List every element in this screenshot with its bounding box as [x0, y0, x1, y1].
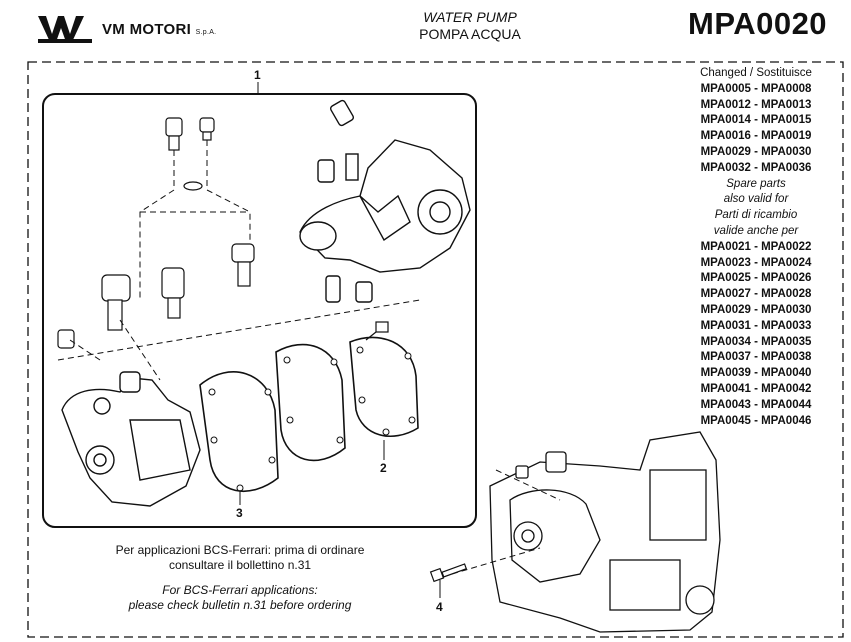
- title-italian: POMPA ACQUA: [419, 26, 521, 42]
- valid-item: MPA0023 - MPA0024: [700, 256, 812, 269]
- part-code: MPA0020: [688, 6, 828, 41]
- changed-item: MPA0005 - MPA0008: [700, 82, 812, 95]
- supersession-list: Changed / Sostituisce MPA0005 - MPA0008 …: [672, 66, 840, 429]
- spare-label-en: Spare parts: [726, 177, 786, 190]
- valid-item: MPA0045 - MPA0046: [700, 414, 812, 427]
- bolt-part: [429, 563, 468, 583]
- valid-item: MPA0034 - MPA0035: [700, 335, 812, 348]
- pump-housing-upper: [299, 99, 471, 303]
- changed-label: Changed / Sostituisce: [700, 67, 812, 79]
- valid-item: MPA0027 - MPA0028: [700, 288, 812, 301]
- vm-logo-icon: [38, 14, 92, 44]
- changed-item: MPA0016 - MPA0019: [700, 130, 812, 143]
- changed-item: MPA0029 - MPA0030: [700, 145, 812, 158]
- callout-3: 3: [236, 506, 243, 520]
- callout-2: 2: [380, 461, 387, 475]
- valid-item: MPA0025 - MPA0026: [700, 272, 812, 285]
- valid-item: MPA0039 - MPA0040: [700, 367, 812, 380]
- outer-frame: [27, 61, 844, 638]
- valid-item: MPA0029 - MPA0030: [700, 303, 812, 316]
- fitting-parts: [57, 117, 255, 349]
- spare-label-en: also valid for: [723, 193, 789, 206]
- assembly-box: [42, 93, 477, 528]
- note-italian: Per applicazioni BCS-Ferrari: prima di o…: [115, 543, 365, 572]
- changed-item: MPA0012 - MPA0013: [700, 98, 812, 111]
- valid-item: MPA0037 - MPA0038: [700, 351, 812, 364]
- gasket-bolt-holes: [208, 346, 416, 492]
- brand-name: VM MOTORI S.p.A.: [102, 21, 217, 38]
- engine-block: [489, 431, 721, 633]
- pump-body-lower: [61, 371, 201, 507]
- changed-item: MPA0014 - MPA0015: [700, 114, 812, 127]
- valid-item: MPA0031 - MPA0033: [700, 319, 812, 332]
- spare-label-it: valide anche per: [713, 224, 799, 237]
- spare-label-it: Parti di ricambio: [714, 209, 798, 222]
- note-english: For BCS-Ferrari applications: please che…: [128, 583, 352, 612]
- callout-4: 4: [436, 600, 443, 614]
- changed-item: MPA0032 - MPA0036: [700, 161, 812, 174]
- valid-item: MPA0021 - MPA0022: [700, 240, 812, 253]
- valid-item: MPA0043 - MPA0044: [700, 398, 812, 411]
- title-english: WATER PUMP: [423, 9, 517, 25]
- valid-item: MPA0041 - MPA0042: [700, 382, 812, 395]
- callout-1: 1: [254, 68, 261, 82]
- gaskets: [199, 336, 419, 492]
